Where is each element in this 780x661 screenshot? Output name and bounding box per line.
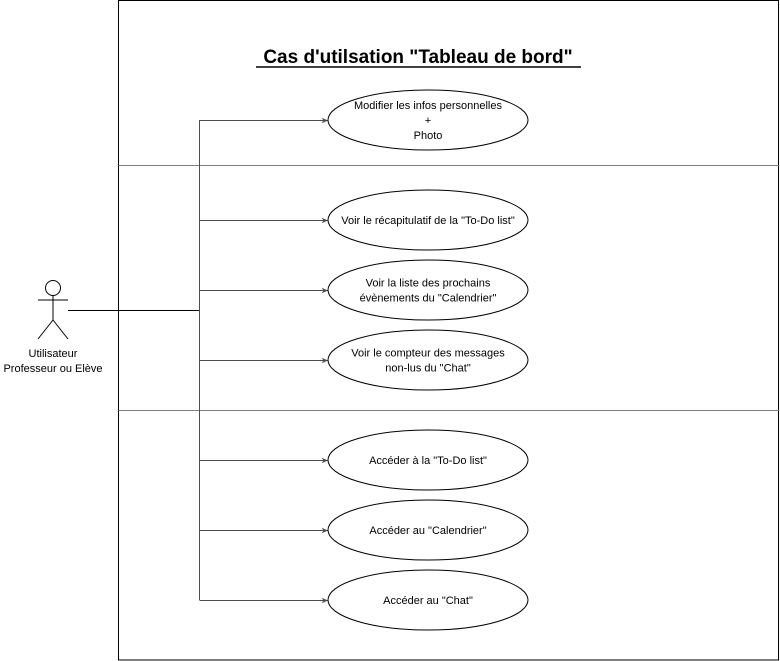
use-case-1: Modifier les infos personnelles + Photo [199,89,529,151]
use-case-3: Voir la liste des prochains évènements du… [199,259,529,321]
use-case-group: Modifier les infos personnelles + PhotoVoi… [199,89,529,631]
use-case-3-label-line-2: évènements du "Calendrier" [360,293,497,305]
use-case-ellipse-5 [327,429,529,491]
use-case-1-label-line-2: + [425,115,431,127]
use-case-6-label-line-1: Accéder au "Calendrier" [369,525,486,537]
use-case-ellipse-2 [327,189,529,251]
actor-left-leg [37,319,54,340]
use-case-ellipse-3 [327,259,529,321]
actor-right-leg [52,319,69,340]
use-case-5: Accéder à la "To-Do list" [199,429,529,491]
use-case-ellipse-6 [327,499,529,561]
diagram-title: Cas d'utilsation "Tableau de bord" [263,47,572,68]
actor-label-line1: Utilisateur [29,348,78,360]
use-case-ellipse-7 [327,569,529,631]
use-case-ellipse-1 [327,89,529,151]
use-case-6: Accéder au "Calendrier" [199,499,529,561]
use-case-1-label-line-1: Modifier les infos personnelles [354,100,502,112]
use-case-5-label-line-1: Accéder à la "To-Do list" [369,455,487,467]
actor-head [45,280,61,296]
use-case-1-label-line-3: Photo [414,130,443,142]
use-case-ellipse-4 [327,329,529,391]
use-case-4-label-line-1: Voir le compteur des messages [351,348,505,360]
actor-utilisateur: Utilisateur Professeur ou Elève [3,280,103,375]
use-case-7: Accéder au "Chat" [199,569,529,631]
use-case-7-label-line-1: Accéder au "Chat" [383,595,473,607]
use-case-4-label-line-2: non-lus du "Chat" [385,363,471,375]
use-case-3-label-line-1: Voir la liste des prochains [366,278,491,290]
actor-label-line2: Professeur ou Elève [3,363,102,375]
use-case-2-label-line-1: Voir le récapitulatif de la "To-Do list" [341,215,515,227]
use-case-4: Voir le compteur des messages non-lus du … [199,329,529,391]
use-case-2: Voir le récapitulatif de la "To-Do list" [199,189,529,251]
